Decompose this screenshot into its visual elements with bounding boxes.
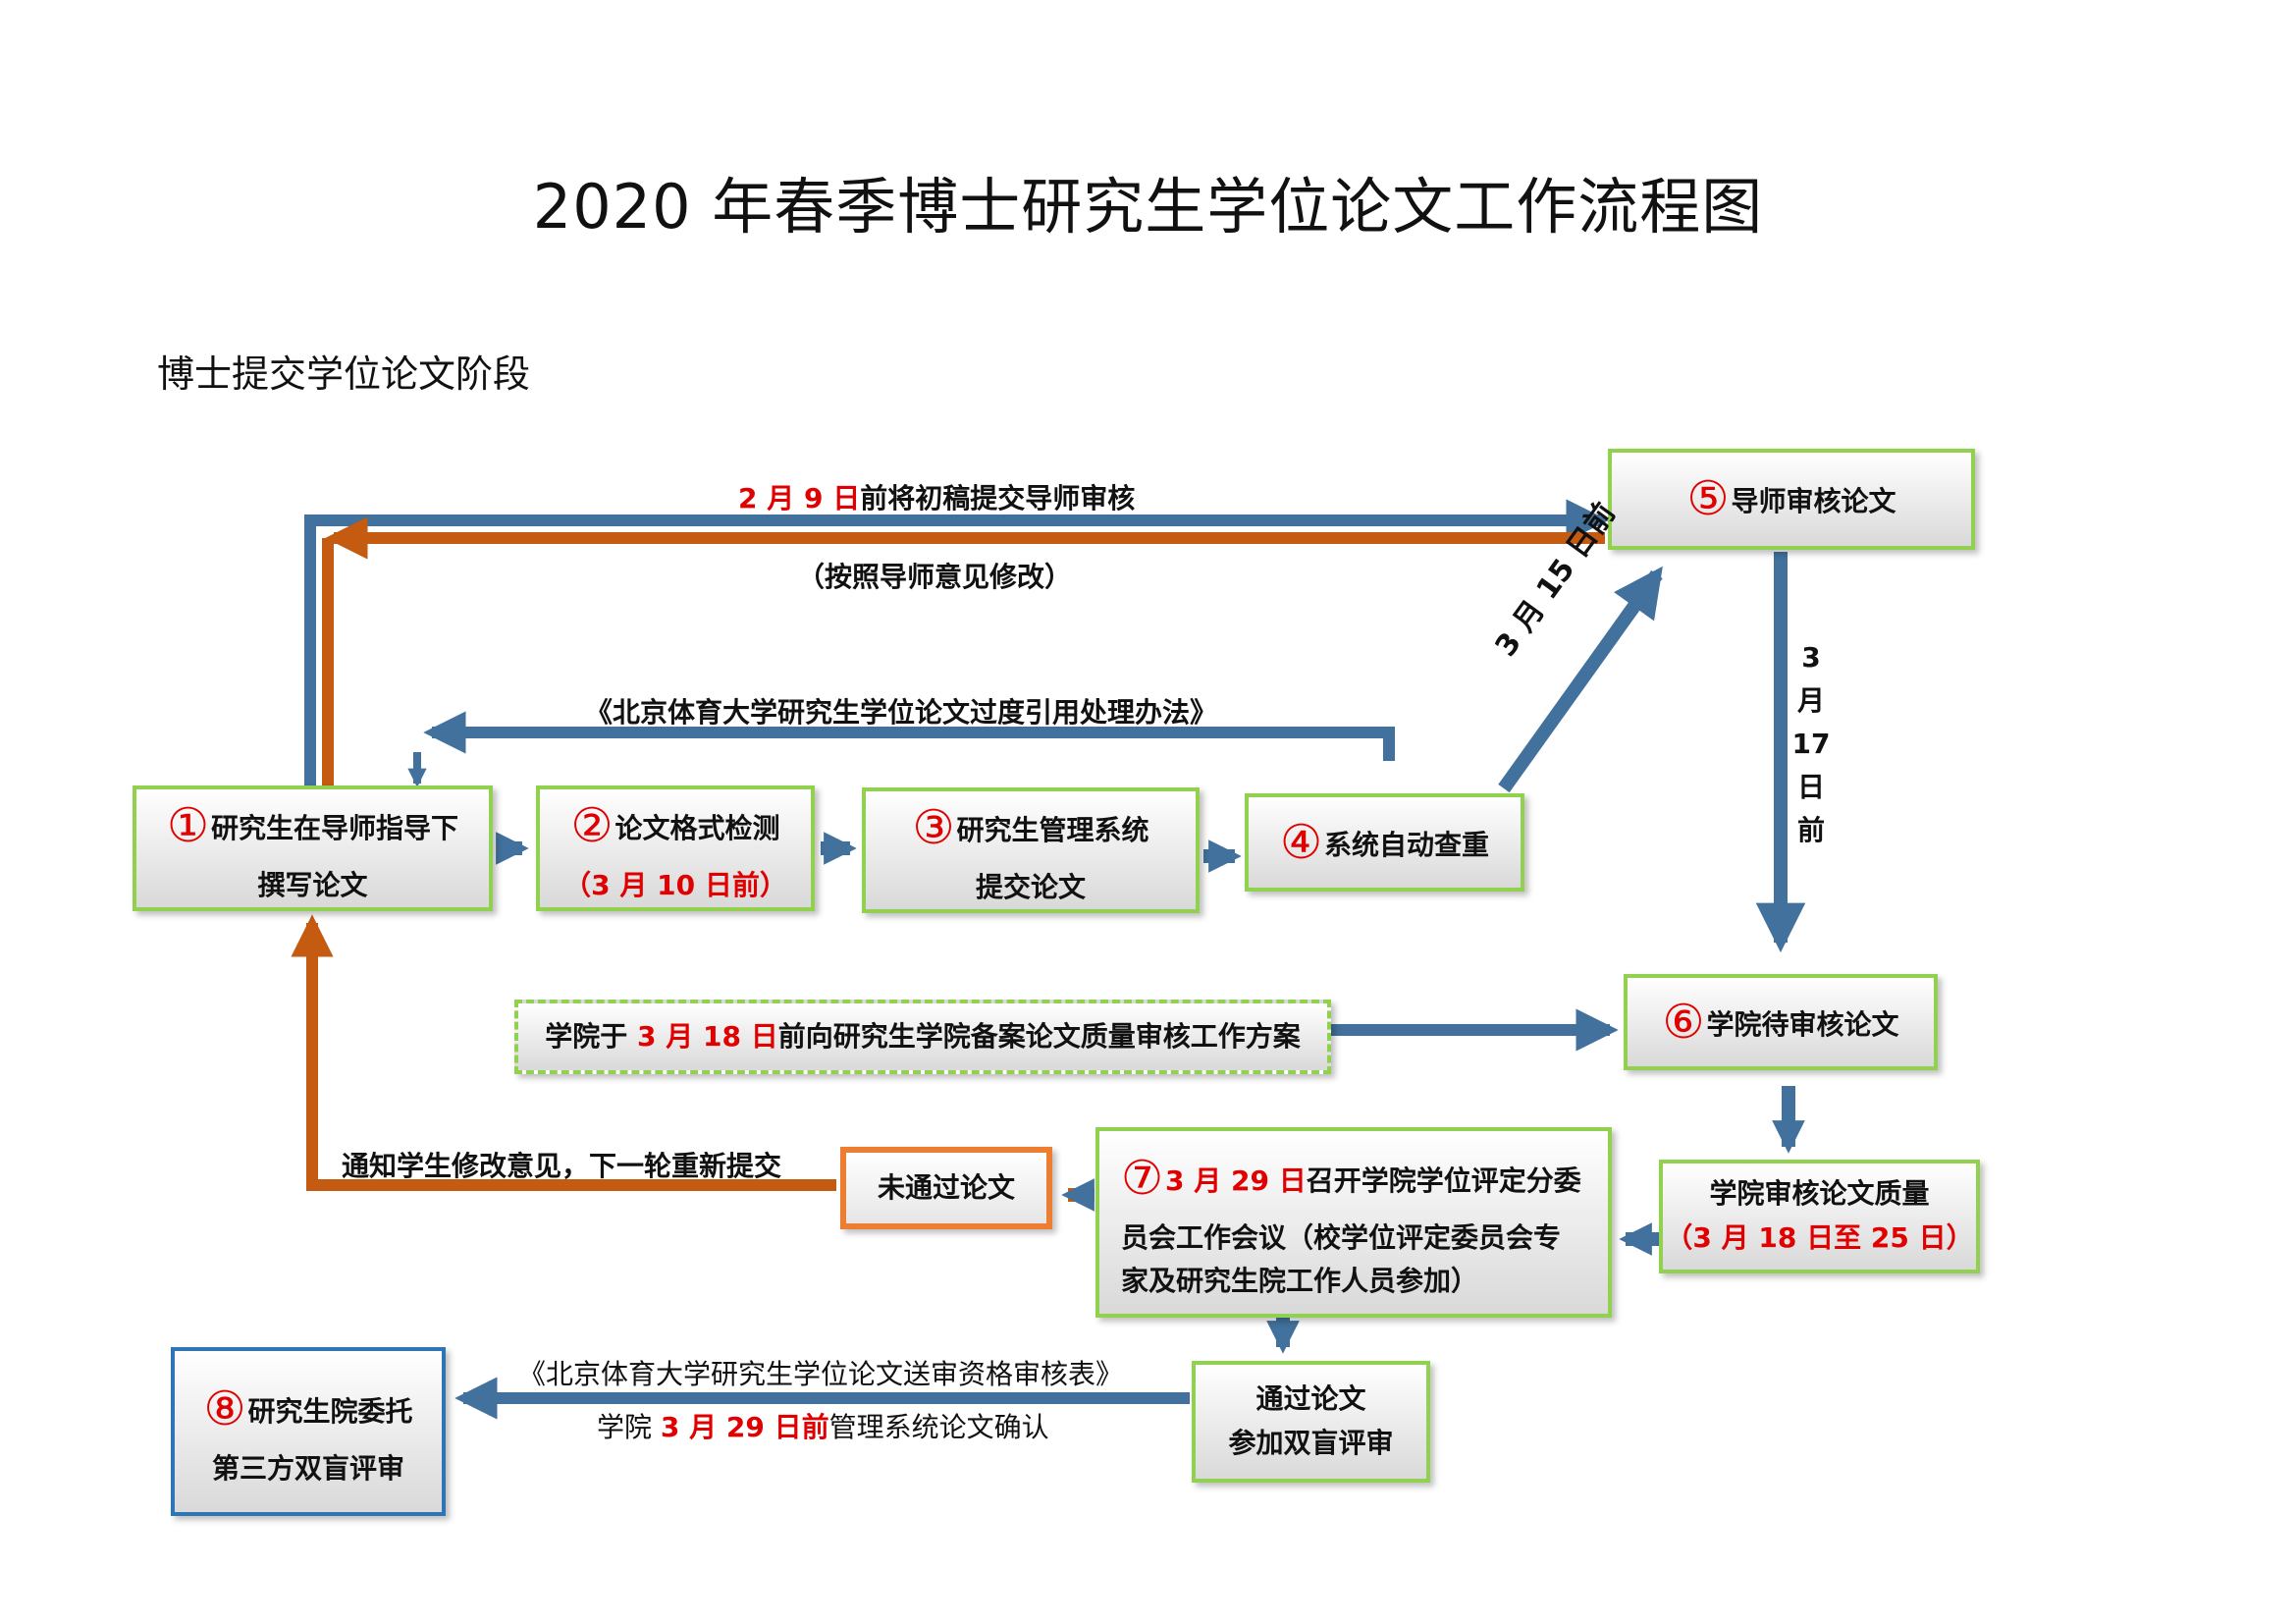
- step-1-line1: 研究生在导师指导下: [211, 812, 459, 845]
- step-3-line1: 研究生管理系统: [956, 814, 1149, 847]
- step-8-line1: 研究生院委托: [247, 1395, 413, 1429]
- step-6-box: ⑥学院待审核论文: [1624, 974, 1938, 1070]
- confirm-label: 学院 3 月 29 日前管理系统论文确认: [597, 1406, 1049, 1445]
- step-7-box: ⑦3 月 29 日召开学院学位评定分委 员会工作会议（校学位评定委员会专 家及研…: [1095, 1127, 1612, 1318]
- step-1-box: ①研究生在导师指导下 撰写论文: [133, 785, 493, 911]
- step-4-line1: 系统自动查重: [1324, 828, 1490, 861]
- scheme-pre: 学院于: [545, 1019, 638, 1053]
- top-arrow-text: 前将初稿提交导师审核: [860, 482, 1136, 514]
- step-2-number: ②: [570, 798, 614, 854]
- vertical-deadline-char-3: 17: [1791, 728, 1831, 760]
- step-4-box: ④系统自动查重: [1245, 793, 1524, 892]
- confirm-post: 管理系统论文确认: [828, 1411, 1049, 1443]
- top-arrow-label: 2 月 9 日前将初稿提交导师审核: [738, 477, 1135, 516]
- vertical-deadline-char-4: 日: [1796, 771, 1825, 803]
- revise-label: （按照导师意见修改）: [797, 561, 1073, 593]
- arrow-regulation: [423, 711, 1395, 761]
- step-2-deadline: （3 月 10 日前）: [563, 869, 787, 901]
- scheme-post: 前向研究生学院备案论文质量审核工作方案: [777, 1019, 1301, 1053]
- quality-review-box: 学院审核论文质量 （3 月 18 日至 25 日）: [1659, 1160, 1980, 1273]
- arrow-1-to-5: [304, 499, 1609, 785]
- step-3-box: ③研究生管理系统 提交论文: [862, 787, 1200, 913]
- top-arrow-date: 2 月 9 日: [738, 482, 861, 514]
- step-4-number: ④: [1279, 814, 1322, 870]
- regulation-label: 《北京体育大学研究生学位论文过度引用处理办法》: [585, 696, 1218, 729]
- scheme-date: 3 月 18 日: [637, 1019, 778, 1053]
- notify-label: 通知学生修改意见，下一轮重新提交: [342, 1150, 782, 1182]
- confirm-date: 3 月 29 日前: [660, 1411, 829, 1443]
- step-5-line1: 导师审核论文: [1731, 485, 1896, 518]
- pass-line2: 参加双盲评审: [1228, 1427, 1394, 1459]
- step-6-line1: 学院待审核论文: [1706, 1007, 1899, 1041]
- form-label: 《北京体育大学研究生学位论文送审资格审核表》: [518, 1358, 1124, 1390]
- vertical-deadline-char-2: 月: [1796, 684, 1825, 717]
- step-7-line2: 员会工作会议（校学位评定委员会专: [1121, 1220, 1562, 1254]
- step-6-number: ⑥: [1662, 994, 1705, 1050]
- fail-box: 未通过论文: [840, 1147, 1052, 1229]
- step-7-line3: 家及研究生院工作人员参加）: [1121, 1265, 1479, 1298]
- vertical-deadline-char-5: 前: [1796, 814, 1825, 846]
- step-8-number: ⑧: [203, 1381, 246, 1437]
- pass-line1: 通过论文: [1255, 1382, 1366, 1416]
- pass-box: 通过论文 参加双盲评审: [1192, 1361, 1430, 1483]
- step-8-line2: 第三方双盲评审: [211, 1452, 404, 1485]
- step-5-number: ⑤: [1686, 471, 1730, 527]
- step-1-line2: 撰写论文: [257, 869, 368, 901]
- step-7-line1: 召开学院学位评定分委: [1306, 1164, 1581, 1197]
- step-7-date: 3 月 29 日: [1165, 1164, 1307, 1197]
- step-1-number: ①: [166, 798, 209, 854]
- arrow-fail-to-1: [291, 914, 836, 1191]
- step-3-line2: 提交论文: [975, 871, 1086, 903]
- arrow-4-to-5: [1498, 566, 1663, 793]
- vertical-deadline-char-1: 3: [1801, 641, 1821, 674]
- step-5-box: ⑤导师审核论文: [1608, 449, 1975, 550]
- step-3-number: ③: [912, 800, 955, 856]
- fail-label: 未通过论文: [877, 1170, 1015, 1204]
- step-2-line1: 论文格式检测: [614, 812, 780, 845]
- step-7-number: ⑦: [1121, 1150, 1164, 1206]
- page-title: 2020 年春季博士研究生学位论文工作流程图: [532, 171, 1764, 243]
- quality-review-deadline: （3 月 18 日至 25 日）: [1665, 1221, 1974, 1254]
- vertical-deadline-label: 3 月 17 日 前: [1791, 636, 1831, 852]
- step-8-box: ⑧研究生院委托 第三方双盲评审: [171, 1347, 446, 1516]
- confirm-pre: 学院: [597, 1411, 661, 1443]
- scheme-box: 学院于 3 月 18 日前向研究生学院备案论文质量审核工作方案: [514, 1000, 1331, 1074]
- step-2-box: ②论文格式检测 （3 月 10 日前）: [536, 785, 815, 911]
- quality-review-line1: 学院审核论文质量: [1709, 1177, 1930, 1211]
- section-title: 博士提交学位论文阶段: [157, 352, 531, 396]
